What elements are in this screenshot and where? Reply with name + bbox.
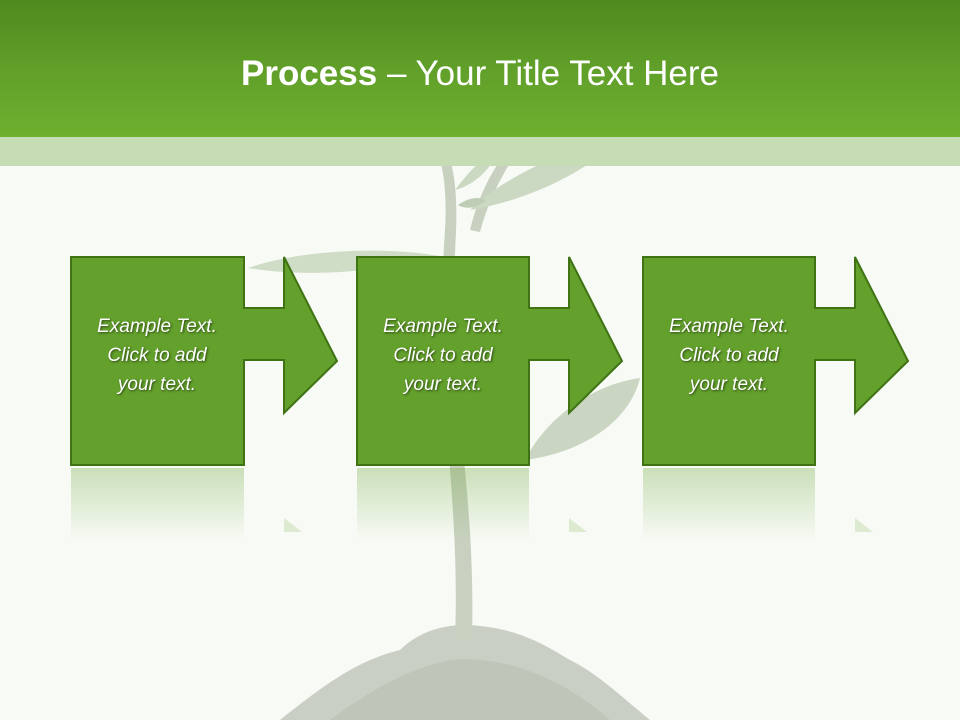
slide-title-bold: Process [241, 54, 378, 93]
title-header-bar [0, 0, 960, 137]
process-step-1[interactable]: Example Text. Click to add your text. [70, 256, 410, 546]
slide-title-text: – Your Title Text Here [377, 54, 719, 93]
step-text[interactable]: Example Text. Click to add your text. [669, 316, 789, 395]
step-arrow-shape [70, 256, 339, 540]
step-arrow-shape [356, 256, 624, 540]
step-text[interactable]: Example Text. Click to add your text. [383, 316, 503, 395]
process-step-2[interactable]: Example Text. Click to add your text. [356, 256, 696, 546]
process-step-3[interactable]: Example Text. Click to add your text. [642, 256, 960, 546]
step-arrow-shape [642, 256, 910, 540]
header-accent-band [0, 137, 960, 166]
step-text[interactable]: Example Text. Click to add your text. [97, 316, 217, 395]
slide-title[interactable]: Process – Your Title Text Here [0, 52, 960, 96]
